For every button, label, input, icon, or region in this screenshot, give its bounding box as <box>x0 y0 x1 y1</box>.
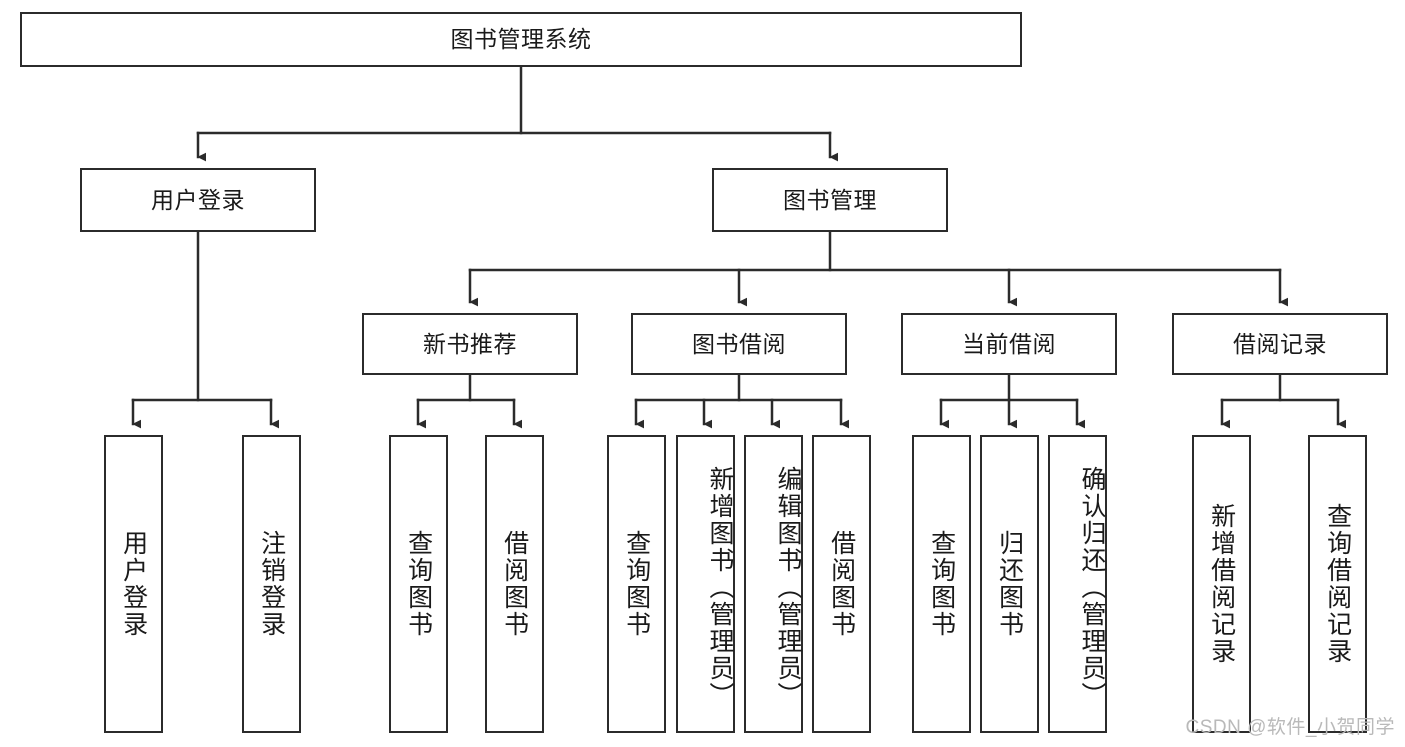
node-label: 借阅记录 <box>1233 330 1327 357</box>
node-book-management[interactable]: 图书管理 <box>712 168 948 232</box>
node-label: 确认归还（管理员） <box>1078 465 1106 709</box>
node-leaf-return-book[interactable]: 归还图书 <box>980 435 1039 733</box>
node-leaf-add-book-admin[interactable]: 新增图书（管理员） <box>676 435 735 733</box>
node-label: 当前借阅 <box>962 330 1056 357</box>
node-leaf-borrow-book-recommend[interactable]: 借阅图书 <box>485 435 544 733</box>
node-label: 图书借阅 <box>692 330 786 357</box>
node-borrow-records[interactable]: 借阅记录 <box>1172 313 1388 375</box>
node-book-borrow[interactable]: 图书借阅 <box>631 313 847 375</box>
node-leaf-query-book-recommend[interactable]: 查询图书 <box>389 435 448 733</box>
node-leaf-logout[interactable]: 注销登录 <box>242 435 301 733</box>
node-label: 查询图书 <box>622 530 651 638</box>
node-label: 用户登录 <box>151 186 245 213</box>
node-leaf-borrow-book[interactable]: 借阅图书 <box>812 435 871 733</box>
node-leaf-edit-book-admin[interactable]: 编辑图书（管理员） <box>744 435 803 733</box>
node-label: 新增图书（管理员） <box>706 465 734 709</box>
node-new-book-recommend[interactable]: 新书推荐 <box>362 313 578 375</box>
node-user-login[interactable]: 用户登录 <box>80 168 316 232</box>
node-label: 借阅图书 <box>827 530 856 638</box>
node-label: 查询借阅记录 <box>1323 503 1352 665</box>
watermark-text: CSDN @软件_小贺同学 <box>1185 717 1395 738</box>
node-label: 编辑图书（管理员） <box>774 465 802 709</box>
node-label: 新书推荐 <box>423 330 517 357</box>
node-leaf-add-borrow-record[interactable]: 新增借阅记录 <box>1192 435 1251 733</box>
node-label: 用户登录 <box>119 530 148 638</box>
node-label: 查询图书 <box>927 530 956 638</box>
node-leaf-confirm-return-admin[interactable]: 确认归还（管理员） <box>1048 435 1107 733</box>
node-root-book-management-system[interactable]: 图书管理系统 <box>20 12 1022 67</box>
node-label: 查询图书 <box>404 530 433 638</box>
node-label: 新增借阅记录 <box>1207 503 1236 665</box>
node-label: 归还图书 <box>995 530 1024 638</box>
node-leaf-query-book-borrow[interactable]: 查询图书 <box>607 435 666 733</box>
node-leaf-user-login[interactable]: 用户登录 <box>104 435 163 733</box>
node-leaf-query-book-current[interactable]: 查询图书 <box>912 435 971 733</box>
node-label: 图书管理系统 <box>450 26 592 53</box>
node-leaf-query-borrow-record[interactable]: 查询借阅记录 <box>1308 435 1367 733</box>
node-label: 图书管理 <box>783 186 877 213</box>
node-current-borrow[interactable]: 当前借阅 <box>901 313 1117 375</box>
node-label: 借阅图书 <box>500 530 529 638</box>
node-label: 注销登录 <box>257 530 286 638</box>
